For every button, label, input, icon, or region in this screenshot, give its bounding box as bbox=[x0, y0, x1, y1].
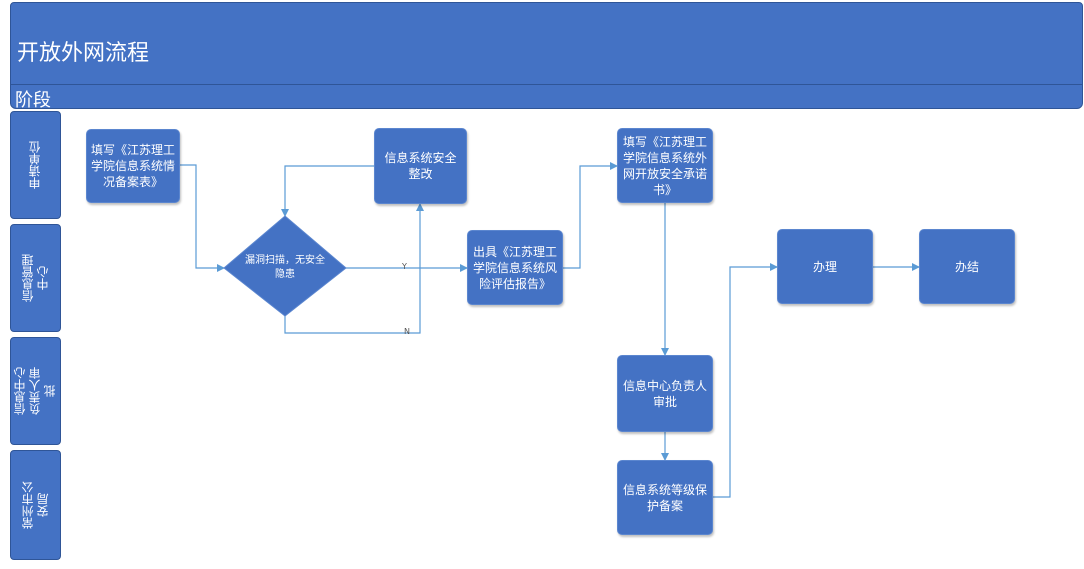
lane-info-center: 信息管理中心 bbox=[10, 224, 61, 332]
edge-label-yes: Y bbox=[402, 262, 407, 271]
page-title: 开放外网流程 bbox=[17, 41, 150, 66]
node-risk-report[interactable]: 出具《江苏理工学院信息系统风险评估报告》 bbox=[467, 230, 563, 305]
node-scan-decision[interactable]: 漏洞扫描，无安全隐患 bbox=[245, 255, 325, 280]
node-rectify[interactable]: 信息系统安全整改 bbox=[374, 128, 467, 204]
edge-grade-to-handle bbox=[712, 263, 778, 498]
edge-label-no: N bbox=[404, 327, 410, 336]
edge-rectify-to-scan bbox=[281, 165, 374, 217]
node-grade-filing[interactable]: 信息系统等级保护备案 bbox=[617, 460, 713, 535]
lane-approver: 信息中心负责人审批 bbox=[10, 337, 61, 445]
node-approve[interactable]: 信息中心负责人审批 bbox=[617, 355, 713, 432]
edge-scan-no-to-rectify bbox=[284, 203, 424, 334]
lane-police: 常州市公安局 bbox=[10, 450, 61, 560]
node-complete[interactable]: 办结 bbox=[919, 229, 1015, 304]
edge-report-to-commitment bbox=[563, 162, 618, 269]
stage-header: 阶段 bbox=[10, 84, 1083, 111]
scan-decision-diamond bbox=[223, 215, 347, 317]
node-commitment[interactable]: 填写《江苏理工学院信息系统外网开放安全承诺书》 bbox=[617, 128, 713, 203]
lane-applicant: 申请单位 bbox=[10, 111, 61, 219]
edge-fill-to-scan bbox=[180, 164, 225, 272]
page-title-bar: 开放外网流程 bbox=[10, 2, 1083, 90]
stage-label: 阶段 bbox=[15, 90, 51, 111]
node-handle[interactable]: 办理 bbox=[777, 229, 873, 304]
node-fill-registration[interactable]: 填写《江苏理工学院信息系统情况备案表》 bbox=[86, 129, 180, 203]
